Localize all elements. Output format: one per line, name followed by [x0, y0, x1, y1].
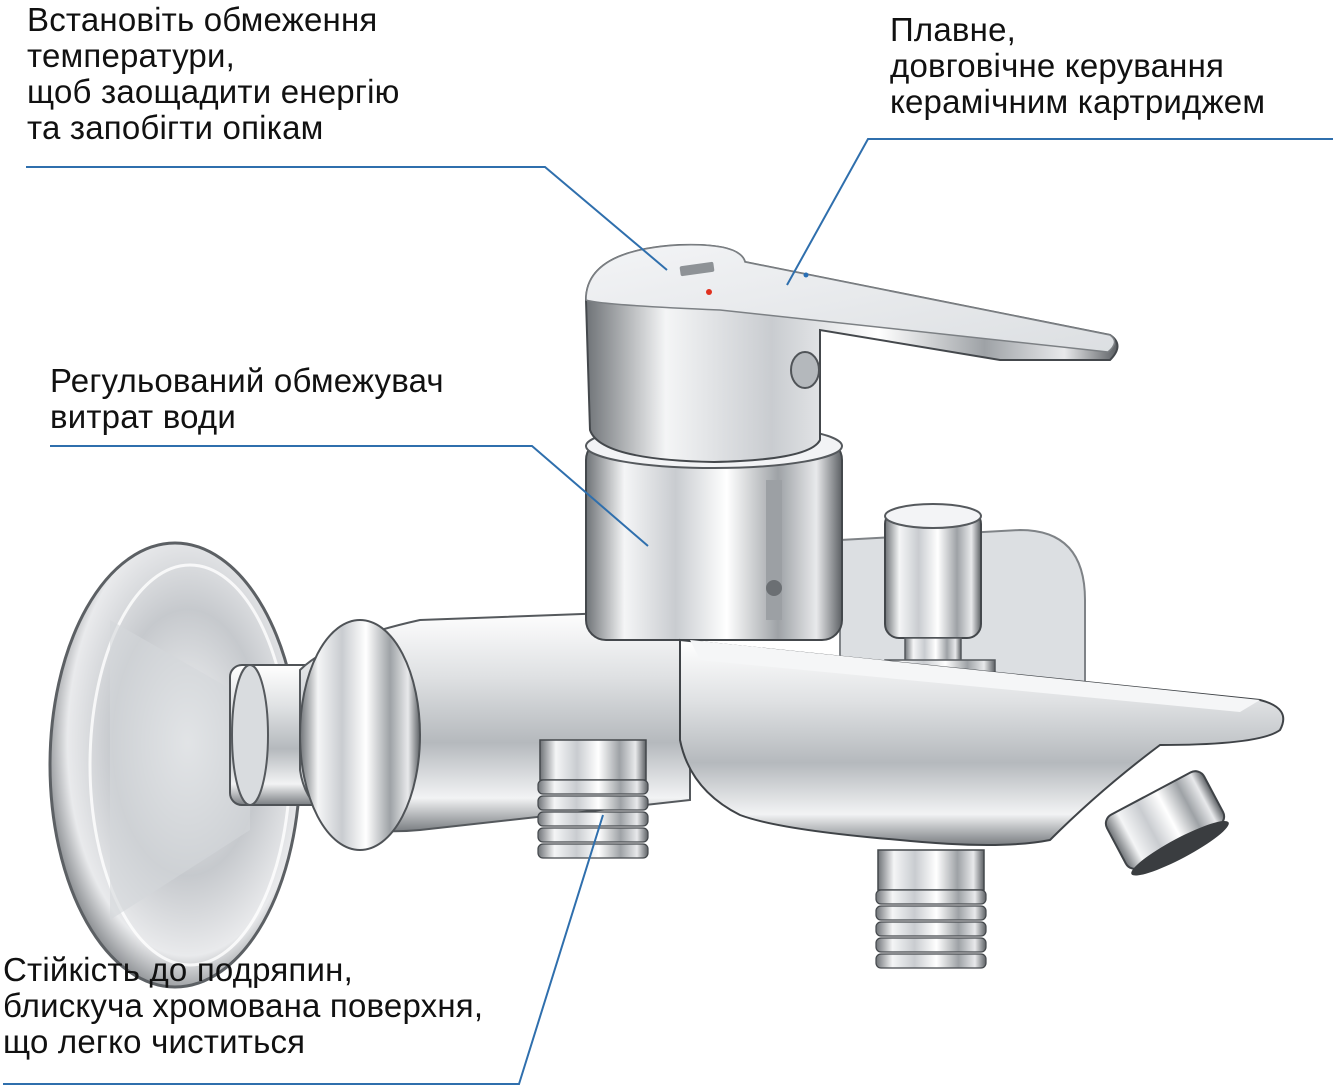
callout-line: що легко чиститься: [3, 1023, 306, 1060]
bath-spout: [679, 638, 1285, 846]
callout-line: керамічним картриджем: [890, 83, 1266, 120]
callout-line: довговічне керування: [890, 47, 1225, 84]
callout-flow-limiter: Регульований обмежувач витрат води: [50, 363, 444, 435]
callout-line: витрат води: [50, 398, 237, 435]
leader-line-flow-limiter: [50, 445, 649, 547]
callout-line: Стійкість до подряпин,: [3, 951, 353, 988]
wall-escutcheon: [48, 541, 302, 989]
callout-line: Встановіть обмеження: [27, 1, 378, 38]
thread-outlet-left: [537, 739, 649, 859]
callout-line: температури,: [27, 37, 235, 74]
hot-indicator: [706, 289, 712, 295]
callout-line: та запобігти опікам: [27, 109, 324, 146]
callout-chrome-surface: Стійкість до подряпин, блискуча хромован…: [3, 952, 483, 1060]
lever-handle: [584, 243, 1119, 464]
callout-line: Регульований обмежувач: [50, 362, 444, 399]
thread-outlet-bottom: [875, 849, 987, 969]
callout-line: блискуча хромована поверхня,: [3, 987, 484, 1024]
cold-indicator: [803, 272, 809, 278]
leader-line-temperature: [26, 166, 668, 271]
callout-temperature-limiter: Встановіть обмеження температури, щоб за…: [27, 2, 400, 146]
callout-line: щоб заощадити енергію: [27, 73, 400, 110]
brand-logo: [679, 261, 715, 277]
leader-line-chrome: [3, 814, 604, 1085]
leader-line-cartridge: [786, 138, 1333, 286]
callout-line: Плавне,: [890, 11, 1017, 48]
aerator: [1104, 770, 1229, 876]
callout-ceramic-cartridge: Плавне, довговічне керування керамічним …: [890, 12, 1265, 120]
